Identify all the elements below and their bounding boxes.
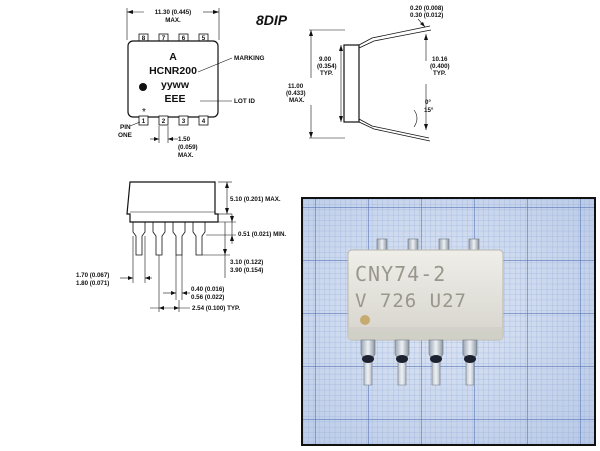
pin1-dot: [139, 83, 147, 91]
lead-length-2: 3.90 (0.154): [230, 267, 263, 274]
height-dim: 5.10 (0.201) MAX.: [230, 196, 281, 203]
lot-id-label: LOT ID: [234, 98, 255, 105]
lead-width-2: 0.56 (0.022): [191, 294, 224, 301]
pin-number: 8: [142, 35, 146, 42]
angle-1: 0°: [425, 99, 431, 106]
pin-number: 5: [202, 35, 206, 42]
package-title: 8DIP: [256, 12, 288, 28]
pin-number: 4: [202, 118, 206, 125]
marking-line-3: yyww: [161, 79, 190, 91]
photo-bottom-pins: [360, 339, 478, 386]
photo-chip-line-2: V 726 U27: [355, 290, 467, 312]
pin-one-label-1: PIN: [120, 124, 131, 131]
marking-line-2: HCNR200: [149, 65, 197, 77]
body-width-2: (0.354): [317, 63, 337, 70]
lead-width-1: 0.40 (0.016): [191, 286, 224, 293]
row-spacing-1: 10.16: [432, 56, 448, 63]
top-body: [127, 40, 219, 118]
top-pins: 8 7 6 5: [138, 33, 209, 43]
overall-1: 11.00: [288, 83, 304, 90]
pin-number: 2: [162, 118, 166, 125]
bottom-pins: 1 2 3 4: [138, 115, 209, 126]
top-width-note: MAX.: [165, 17, 181, 24]
lead-thickness-1: 0.20 (0.008): [410, 5, 443, 12]
top-width-dim: 11.30 (0.445): [155, 9, 191, 16]
angle-2: 15°: [424, 107, 434, 114]
body-width-1: 9.00: [319, 56, 332, 63]
standoff-dim: 0.51 (0.021) MIN.: [238, 231, 286, 238]
lead-length-1: 3.10 (0.122): [230, 259, 263, 266]
chip-photo-art: CNY74-2 V 726 U27: [303, 199, 594, 444]
row-spacing-3: TYP.: [433, 70, 446, 77]
pin-one-label-2: ONE: [118, 132, 133, 139]
pin-number: 3: [182, 118, 186, 125]
overall-2: (0.433): [286, 90, 306, 97]
shoulder-width-2: 1.80 (0.071): [76, 280, 109, 287]
marking-line-4: EEE: [164, 93, 185, 105]
side-body: [343, 44, 360, 123]
pitch-dim-2: (0.059): [178, 144, 198, 151]
lead-thickness-2: 0.30 (0.012): [410, 12, 443, 19]
pin1-asterisk: *: [142, 107, 146, 118]
pin-number: 7: [162, 35, 166, 42]
photo-chip-line-1: CNY74-2: [355, 262, 446, 286]
pin-number: 6: [182, 35, 186, 42]
overall-3: MAX.: [289, 97, 305, 104]
side-view: 0.20 (0.008) 0.30 (0.012) 9.00 (0.354) T…: [286, 5, 450, 142]
body-width-3: TYP.: [320, 70, 333, 77]
front-leads: [132, 222, 206, 256]
front-view: 5.10 (0.201) MAX. 0.51 (0.021) MIN. 3.10…: [76, 181, 286, 312]
pitch-dim-1: 1.50: [178, 136, 191, 143]
shoulder-width-1: 1.70 (0.067): [76, 272, 109, 279]
marking-line-1: A: [169, 51, 177, 63]
photo-pin1-dot: [360, 315, 370, 325]
marking-label: MARKING: [234, 55, 265, 62]
pitch-dim: 2.54 (0.100) TYP.: [192, 305, 240, 312]
row-spacing-2: (0.400): [430, 63, 450, 70]
pin-number: 1: [142, 118, 146, 125]
front-body: [126, 181, 219, 223]
chip-photo: CNY74-2 V 726 U27: [301, 197, 596, 446]
top-view: 11.30 (0.445) MAX. 8 7 6 5 A HCNR200 yyw…: [118, 8, 265, 159]
pitch-dim-3: MAX.: [178, 152, 194, 159]
